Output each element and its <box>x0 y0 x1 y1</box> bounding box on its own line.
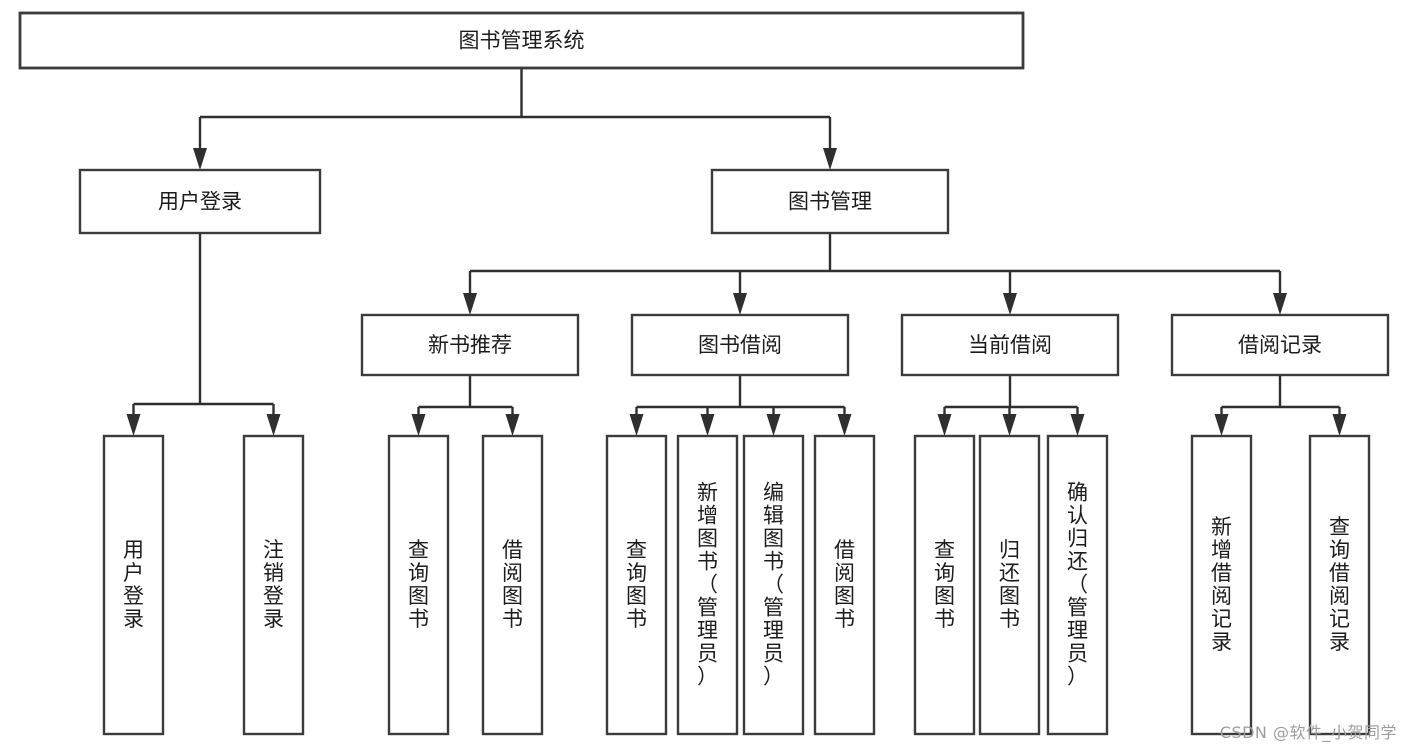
node-label-leaf-user-login: 用户登录 <box>123 538 144 631</box>
node-label-leaf-borrow-book-2: 借阅图书 <box>834 538 855 631</box>
node-label-leaf-query-book-1: 查询图书 <box>408 538 429 631</box>
node-leaf-query-book-3[interactable]: 查询图书 <box>913 434 976 736</box>
node-leaf-return-book[interactable]: 归还图书 <box>978 434 1041 736</box>
arrow-head-icon <box>126 414 141 436</box>
node-label-leaf-add-record: 新增借阅记录 <box>1211 515 1232 654</box>
node-book-manage[interactable]: 图书管理 <box>710 168 950 235</box>
node-root[interactable]: 图书管理系统 <box>18 11 1025 70</box>
node-label-borrow-record: 借阅记录 <box>1238 333 1322 357</box>
node-label-leaf-edit-book: 编辑图书（管理员） <box>763 480 784 688</box>
node-label-book-borrow: 图书借阅 <box>698 333 782 357</box>
arrow-head-icon <box>1214 414 1229 436</box>
node-box-book-borrow[interactable] <box>630 313 850 377</box>
node-borrow-record[interactable]: 借阅记录 <box>1170 313 1390 377</box>
node-box-leaf-borrow-book-1[interactable] <box>481 434 544 736</box>
node-leaf-add-record[interactable]: 新增借阅记录 <box>1190 434 1253 736</box>
arrow-head-icon <box>1003 293 1017 315</box>
node-box-leaf-query-book-1[interactable] <box>387 434 450 736</box>
arrow-head-icon <box>700 414 715 436</box>
node-label-new-book-rec: 新书推荐 <box>428 333 512 357</box>
node-box-borrow-record[interactable] <box>1170 313 1390 377</box>
node-leaf-logout[interactable]: 注销登录 <box>242 434 305 736</box>
node-box-user-login[interactable] <box>78 168 322 235</box>
edge-group-user-login <box>126 233 281 436</box>
node-user-login[interactable]: 用户登录 <box>78 168 322 235</box>
node-box-leaf-query-book-3[interactable] <box>913 434 976 736</box>
node-label-user-login: 用户登录 <box>158 190 242 214</box>
edge-group-borrow-record <box>1214 375 1347 436</box>
edges-layer <box>126 68 1347 436</box>
node-label-leaf-return-book: 归还图书 <box>999 538 1020 631</box>
node-book-borrow[interactable]: 图书借阅 <box>630 313 850 377</box>
node-box-leaf-edit-book[interactable] <box>742 434 805 736</box>
node-label-leaf-query-record: 查询借阅记录 <box>1329 515 1350 654</box>
arrow-head-icon <box>193 148 207 170</box>
node-leaf-borrow-book-2[interactable]: 借阅图书 <box>813 434 876 736</box>
arrow-head-icon <box>823 148 837 170</box>
edge-group-book-borrow <box>629 375 852 436</box>
arrow-head-icon <box>837 414 852 436</box>
arrow-head-icon <box>1070 414 1085 436</box>
arrow-head-icon <box>1273 293 1287 315</box>
arrow-head-icon <box>937 414 952 436</box>
edge-group-root <box>193 68 837 170</box>
node-label-root: 图书管理系统 <box>459 29 585 53</box>
node-box-leaf-add-record[interactable] <box>1190 434 1253 736</box>
node-leaf-borrow-book-1[interactable]: 借阅图书 <box>481 434 544 736</box>
edge-group-book-manage <box>463 233 1287 315</box>
node-box-leaf-confirm-return[interactable] <box>1046 434 1109 736</box>
arrow-head-icon <box>766 414 781 436</box>
node-leaf-add-book[interactable]: 新增图书（管理员） <box>676 434 739 736</box>
node-box-leaf-query-book-2[interactable] <box>605 434 668 736</box>
node-label-current-borrow: 当前借阅 <box>968 333 1052 357</box>
arrow-head-icon <box>266 414 281 436</box>
node-box-leaf-logout[interactable] <box>242 434 305 736</box>
node-new-book-rec[interactable]: 新书推荐 <box>360 313 580 377</box>
node-label-leaf-logout: 注销登录 <box>263 538 284 631</box>
node-label-leaf-confirm-return: 确认归还（管理员） <box>1067 480 1088 688</box>
node-box-current-borrow[interactable] <box>900 313 1120 377</box>
nodes-layer: 图书管理系统用户登录图书管理新书推荐图书借阅当前借阅借阅记录用户登录注销登录查询… <box>18 11 1390 736</box>
node-box-book-manage[interactable] <box>710 168 950 235</box>
node-box-leaf-query-record[interactable] <box>1308 434 1371 736</box>
edge-group-new-book-rec <box>411 375 520 436</box>
arrow-head-icon <box>733 293 747 315</box>
node-label-leaf-query-book-3: 查询图书 <box>934 538 955 631</box>
node-box-new-book-rec[interactable] <box>360 313 580 377</box>
node-label-leaf-borrow-book-1: 借阅图书 <box>502 538 523 631</box>
node-box-leaf-borrow-book-2[interactable] <box>813 434 876 736</box>
arrow-head-icon <box>629 414 644 436</box>
node-leaf-user-login[interactable]: 用户登录 <box>102 434 165 736</box>
node-leaf-query-book-1[interactable]: 查询图书 <box>387 434 450 736</box>
arrow-head-icon <box>1332 414 1347 436</box>
node-leaf-confirm-return[interactable]: 确认归还（管理员） <box>1046 434 1109 736</box>
node-label-leaf-add-book: 新增图书（管理员） <box>697 480 718 688</box>
node-leaf-query-book-2[interactable]: 查询图书 <box>605 434 668 736</box>
arrow-head-icon <box>505 414 520 436</box>
edge-group-current-borrow <box>937 375 1085 436</box>
node-box-leaf-add-book[interactable] <box>676 434 739 736</box>
node-box-leaf-return-book[interactable] <box>978 434 1041 736</box>
arrow-head-icon <box>463 293 477 315</box>
node-leaf-edit-book[interactable]: 编辑图书（管理员） <box>742 434 805 736</box>
node-box-root[interactable] <box>18 11 1025 70</box>
node-current-borrow[interactable]: 当前借阅 <box>900 313 1120 377</box>
watermark-text: CSDN @软件_小贺同学 <box>1219 723 1397 742</box>
node-label-book-manage: 图书管理 <box>788 190 872 214</box>
node-box-leaf-user-login[interactable] <box>102 434 165 736</box>
node-label-leaf-query-book-2: 查询图书 <box>626 538 647 631</box>
node-leaf-query-record[interactable]: 查询借阅记录 <box>1308 434 1371 736</box>
arrow-head-icon <box>1002 414 1017 436</box>
arrow-head-icon <box>411 414 426 436</box>
